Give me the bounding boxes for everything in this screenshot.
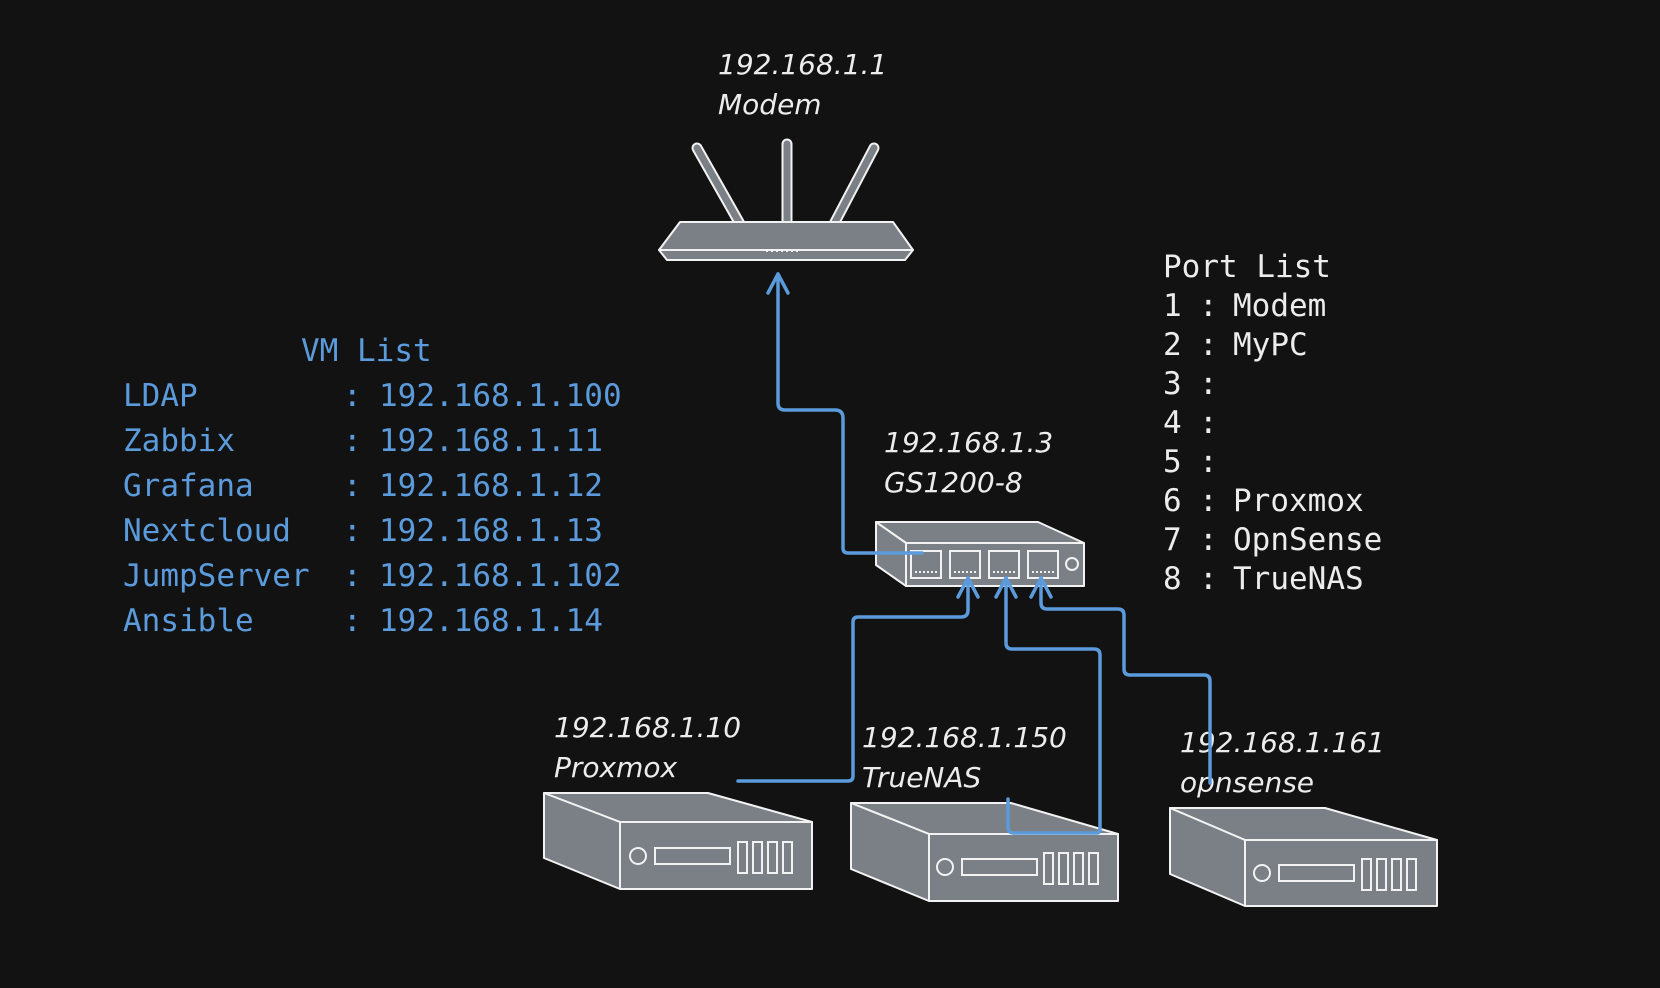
router-icon — [658, 138, 914, 261]
port-separator: : — [1199, 483, 1218, 519]
port-separator: : — [1199, 366, 1218, 402]
cable-opnsense-to-switch — [1029, 576, 1212, 785]
vm-list-title: VM List — [301, 333, 432, 369]
switch-port-2 — [949, 550, 981, 579]
vm-ip: 192.168.1.14 — [379, 603, 603, 639]
port-device: TrueNAS — [1233, 561, 1364, 597]
vm-list-row: Ansible :192.168.1.14 — [123, 603, 603, 639]
port-separator: : — [1199, 561, 1218, 597]
port-separator: : — [1199, 522, 1218, 558]
vm-list-row: LDAP :192.168.1.100 — [123, 378, 622, 414]
opnsense-name: opnsense — [1180, 766, 1314, 799]
modem-ip: 192.168.1.1 — [718, 48, 887, 81]
opnsense-ip: 192.168.1.161 — [1180, 726, 1385, 759]
vm-separator: : — [343, 513, 362, 549]
vm-ip: 192.168.1.100 — [379, 378, 622, 414]
port-list-row: 3: — [1163, 366, 1218, 402]
vm-separator: : — [343, 378, 362, 414]
port-number: 2 — [1163, 327, 1182, 363]
port-number: 1 — [1163, 288, 1182, 324]
port-device: MyPC — [1233, 327, 1308, 363]
port-number: 6 — [1163, 483, 1182, 519]
vm-ip: 192.168.1.102 — [379, 558, 622, 594]
vm-name: Grafana — [123, 468, 310, 504]
vm-ip: 192.168.1.12 — [379, 468, 603, 504]
port-separator: : — [1199, 444, 1218, 480]
cable-switch-to-modem — [766, 272, 924, 555]
port-list-row: 6: Proxmox — [1163, 483, 1364, 519]
vm-name: Zabbix — [123, 423, 310, 459]
port-device: Modem — [1233, 288, 1326, 324]
server-icon — [1169, 807, 1438, 907]
truenas-name: TrueNAS — [862, 761, 981, 794]
port-list: Port List 1:Modem2:MyPC3:4:5:6:Proxmox7:… — [1163, 249, 1382, 597]
vm-name: LDAP — [123, 378, 310, 414]
cable-proxmox-to-switch — [736, 576, 980, 783]
port-number: 4 — [1163, 405, 1182, 441]
server-icon — [850, 802, 1119, 902]
port-separator: : — [1199, 327, 1218, 363]
vm-list-row: JumpServer:192.168.1.102 — [123, 558, 622, 594]
port-list-row: 4: — [1163, 405, 1218, 441]
port-list-title: Port List — [1163, 249, 1331, 285]
switch-port-1 — [910, 550, 942, 579]
port-number: 7 — [1163, 522, 1182, 558]
proxmox-name: Proxmox — [554, 751, 678, 784]
server-icon — [543, 792, 813, 890]
truenas-ip: 192.168.1.150 — [862, 721, 1067, 754]
vm-name: Ansible — [123, 603, 310, 639]
port-list-row: 8: TrueNAS — [1163, 561, 1364, 597]
port-number: 3 — [1163, 366, 1182, 402]
port-separator: : — [1199, 405, 1218, 441]
vm-list-row: Zabbix :192.168.1.11 — [123, 423, 603, 459]
switch-ip: 192.168.1.3 — [884, 426, 1053, 459]
port-number: 8 — [1163, 561, 1182, 597]
vm-separator: : — [343, 423, 362, 459]
port-list-row: 2: MyPC — [1163, 327, 1308, 363]
port-separator: : — [1199, 288, 1218, 324]
vm-name: JumpServer — [123, 558, 310, 594]
port-number: 5 — [1163, 444, 1182, 480]
switch-port-4 — [1027, 550, 1059, 579]
switch-icon — [875, 521, 1085, 587]
proxmox-ip: 192.168.1.10 — [554, 711, 741, 744]
modem-name: Modem — [718, 88, 822, 121]
vm-list-row: Nextcloud :192.168.1.13 — [123, 513, 603, 549]
port-device: OpnSense — [1233, 522, 1382, 558]
vm-ip: 192.168.1.13 — [379, 513, 603, 549]
vm-separator: : — [343, 558, 362, 594]
switch-port-3 — [988, 550, 1020, 579]
vm-list-row: Grafana :192.168.1.12 — [123, 468, 603, 504]
port-list-row: 5: — [1163, 444, 1218, 480]
port-device: Proxmox — [1233, 483, 1364, 519]
port-list-row: 1: Modem — [1163, 288, 1326, 324]
vm-separator: : — [343, 603, 362, 639]
cable-truenas-to-switch — [994, 576, 1102, 835]
vm-separator: : — [343, 468, 362, 504]
port-list-row: 7: OpnSense — [1163, 522, 1382, 558]
vm-name: Nextcloud — [123, 513, 310, 549]
switch-name: GS1200-8 — [884, 466, 1023, 499]
vm-ip: 192.168.1.11 — [379, 423, 603, 459]
